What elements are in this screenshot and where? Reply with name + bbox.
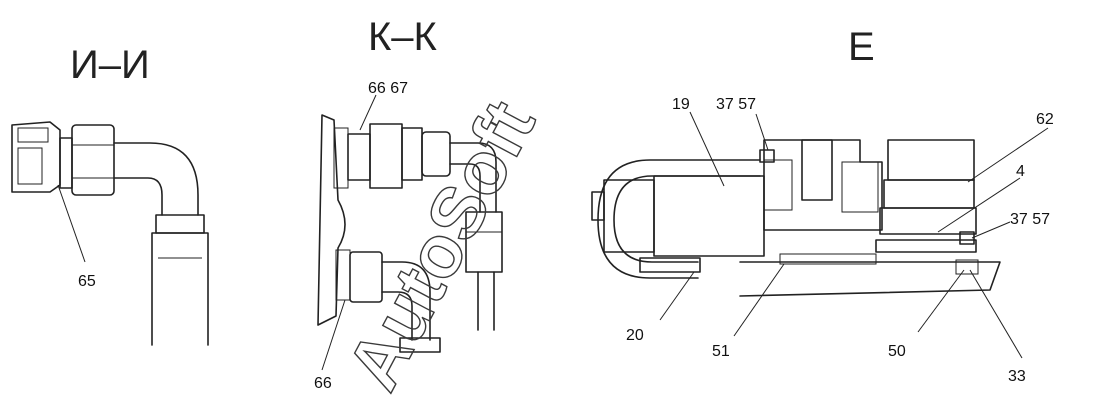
- bolt-head-right: [959, 231, 975, 245]
- washer: [59, 137, 73, 189]
- callout-4: 4: [1016, 163, 1025, 180]
- callout-33: 33: [1008, 368, 1026, 385]
- callout-62: 62: [1036, 111, 1054, 128]
- view-kk: К–К 66 67 66: [314, 15, 503, 392]
- bolt-head-left: [759, 149, 775, 163]
- callout-37-57-top: 37 57: [716, 96, 756, 113]
- lower-nut: [349, 251, 383, 303]
- elbow-pipe: [113, 142, 199, 216]
- view-e-title: Е: [848, 25, 875, 69]
- callout-65: 65: [78, 273, 96, 290]
- mounting-plate: [875, 239, 977, 253]
- view-e: Е 19 37 57 62 4 37 57: [591, 25, 1054, 385]
- housing-block: [11, 121, 61, 193]
- upper-tube: [449, 142, 497, 213]
- hose: [151, 232, 209, 346]
- gear-housing: [763, 139, 883, 231]
- middle-block: [883, 179, 975, 209]
- fitting-nut: [71, 124, 115, 196]
- view-kk-title: К–К: [368, 15, 438, 59]
- wall-plate: [317, 114, 346, 326]
- view-ii: И–И 65: [11, 43, 209, 346]
- tube-coupling: [465, 211, 503, 273]
- callout-19: 19: [672, 96, 690, 113]
- callout-66-67: 66 67: [368, 80, 408, 97]
- view-ii-title: И–И: [70, 43, 150, 87]
- shaft: [801, 139, 833, 201]
- upper-block: [887, 139, 975, 181]
- housing-section-hatch: [17, 147, 43, 185]
- motor-body: [653, 175, 765, 257]
- base-plate: [739, 261, 1001, 297]
- bracket: [639, 257, 701, 273]
- callout-37-57-right: 37 57: [1010, 211, 1050, 228]
- hose-ferrule: [155, 214, 205, 234]
- upper-union: [421, 131, 451, 177]
- motor-end-cap: [603, 179, 655, 253]
- callout-50: 50: [888, 343, 906, 360]
- lower-elbow: [381, 261, 431, 341]
- lower-cap: [399, 337, 441, 353]
- upper-nut: [347, 133, 371, 181]
- loop-tube: [597, 159, 761, 279]
- callout-66: 66: [314, 375, 332, 392]
- callout-51: 51: [712, 343, 730, 360]
- watermark: AutoSoft: [331, 88, 551, 403]
- callout-20: 20: [626, 327, 644, 344]
